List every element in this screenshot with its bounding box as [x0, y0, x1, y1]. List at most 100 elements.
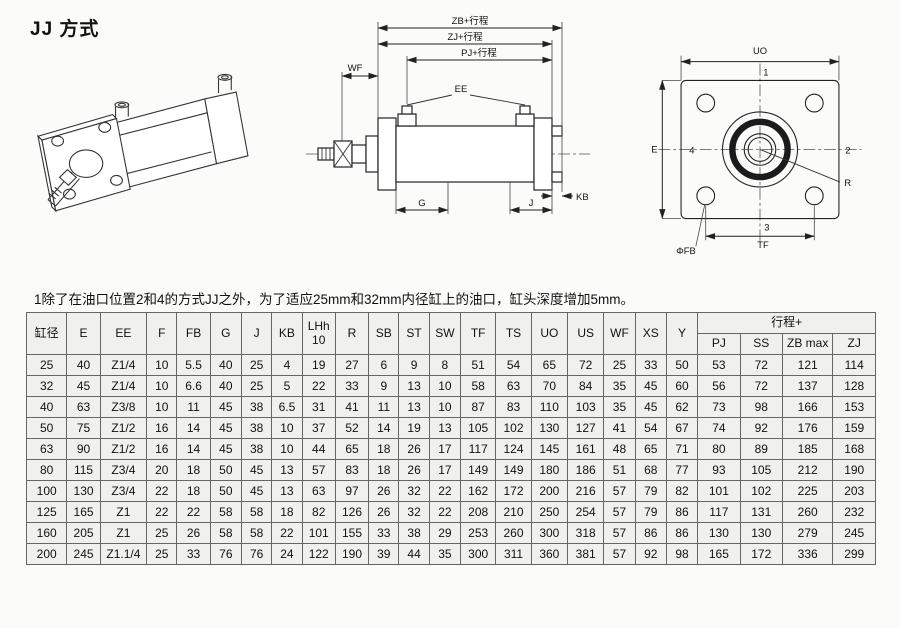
spec-value-cell: 336 — [781, 543, 834, 565]
spec-value-cell: 11 — [368, 396, 400, 418]
isometric-cylinder — [36, 73, 249, 213]
spec-value-cell: 58 — [209, 522, 242, 544]
spec-value-cell: 260 — [781, 501, 834, 523]
column-header: G — [209, 312, 242, 355]
spec-value-cell: 210 — [495, 501, 532, 523]
spec-value-cell: 19 — [398, 417, 430, 439]
spec-value-cell: Z1.1/4 — [99, 543, 148, 565]
dim-label-zj: ZJ+行程 — [447, 31, 483, 43]
spec-value-cell: 6.5 — [271, 396, 303, 418]
spec-value-cell: 300 — [530, 522, 569, 544]
spec-value-cell: 22 — [146, 501, 178, 523]
spec-value-cell: 22 — [176, 501, 211, 523]
spec-value-cell: 45 — [209, 396, 242, 418]
spec-value-cell: 31 — [301, 396, 336, 418]
spec-value-cell: 77 — [665, 459, 699, 481]
spec-value-cell: 62 — [665, 396, 699, 418]
spec-value-cell: 381 — [566, 543, 605, 565]
spec-value-cell: 14 — [176, 417, 211, 439]
spec-value-cell: 20 — [146, 459, 178, 481]
spec-value-cell: 35 — [428, 543, 462, 565]
spec-value-cell: 35 — [603, 375, 636, 397]
spec-value-cell: 26 — [368, 501, 400, 523]
bore-size-cell: 40 — [25, 396, 68, 418]
spec-value-cell: 72 — [739, 375, 783, 397]
spec-value-cell: 149 — [460, 459, 497, 481]
spec-value-cell: 232 — [832, 501, 876, 523]
spec-value-cell: 114 — [832, 354, 876, 376]
bore-size-cell: 80 — [25, 459, 68, 481]
spec-value-cell: 45 — [240, 459, 273, 481]
spec-value-cell: 299 — [832, 543, 876, 565]
spec-value-cell: 5.5 — [176, 354, 211, 376]
bore-size-cell: 100 — [25, 480, 68, 502]
spec-value-cell: 161 — [566, 438, 605, 460]
dim-label-kb: KB — [576, 192, 589, 203]
column-header: TF — [460, 312, 497, 355]
spec-value-cell: 16 — [146, 417, 178, 439]
column-header: US — [566, 312, 605, 355]
spec-value-cell: 35 — [603, 396, 636, 418]
spec-value-cell: 25 — [146, 522, 178, 544]
spec-value-cell: 86 — [665, 522, 699, 544]
spec-value-cell: 82 — [665, 480, 699, 502]
spec-value-cell: 6 — [368, 354, 400, 376]
spec-value-cell: 25 — [603, 354, 636, 376]
spec-value-cell: 172 — [739, 543, 783, 565]
flange-geometry — [658, 63, 862, 242]
spec-value-cell: 254 — [566, 501, 605, 523]
spec-value-cell: 41 — [603, 417, 636, 439]
spec-value-cell: 79 — [634, 501, 667, 523]
dim-label-r: R — [844, 178, 851, 188]
spec-value-cell: 33 — [634, 354, 667, 376]
spec-value-cell: 165 — [697, 543, 741, 565]
spec-value-cell: 76 — [209, 543, 242, 565]
spec-value-cell: 121 — [781, 354, 834, 376]
spec-value-cell: 300 — [460, 543, 497, 565]
spec-value-cell: 86 — [665, 501, 699, 523]
spec-value-cell: 65 — [634, 438, 667, 460]
spec-value-cell: 83 — [334, 459, 370, 481]
spec-value-cell: 63 — [495, 375, 532, 397]
spec-value-cell: 54 — [495, 354, 532, 376]
dim-label-zb: ZB+行程 — [452, 15, 489, 27]
spec-value-cell: 18 — [368, 459, 400, 481]
spec-value-cell: 26 — [398, 459, 430, 481]
column-header: ST — [398, 312, 430, 355]
dimension-lines — [659, 58, 840, 240]
spec-value-cell: Z3/8 — [99, 396, 148, 418]
spec-value-cell: 18 — [271, 501, 303, 523]
bore-size-cell: 50 — [25, 417, 68, 439]
spec-value-cell: 10 — [146, 354, 178, 376]
spec-value-cell: 279 — [781, 522, 834, 544]
spec-value-cell: 45 — [634, 375, 667, 397]
column-header: WF — [603, 312, 636, 355]
spec-value-cell: 130 — [66, 480, 101, 502]
spec-value-cell: 92 — [634, 543, 667, 565]
column-header: UO — [530, 312, 569, 355]
spec-value-cell: 58 — [240, 522, 273, 544]
spec-value-cell: 130 — [697, 522, 741, 544]
column-header: R — [334, 312, 370, 355]
page-title: JJ 方式 — [30, 19, 100, 40]
spec-value-cell: 145 — [530, 438, 569, 460]
spec-value-cell: 38 — [398, 522, 430, 544]
spec-value-cell: 130 — [739, 522, 783, 544]
spec-value-cell: 38 — [240, 438, 273, 460]
spec-value-cell: 172 — [495, 480, 532, 502]
spec-value-cell: 80 — [697, 438, 741, 460]
spec-value-cell: 75 — [66, 417, 101, 439]
spec-value-cell: 33 — [334, 375, 370, 397]
spec-value-cell: 51 — [460, 354, 497, 376]
spec-value-cell: 18 — [176, 459, 211, 481]
spec-value-cell: 253 — [460, 522, 497, 544]
spec-value-cell: 10 — [428, 375, 462, 397]
spec-value-cell: 45 — [209, 417, 242, 439]
